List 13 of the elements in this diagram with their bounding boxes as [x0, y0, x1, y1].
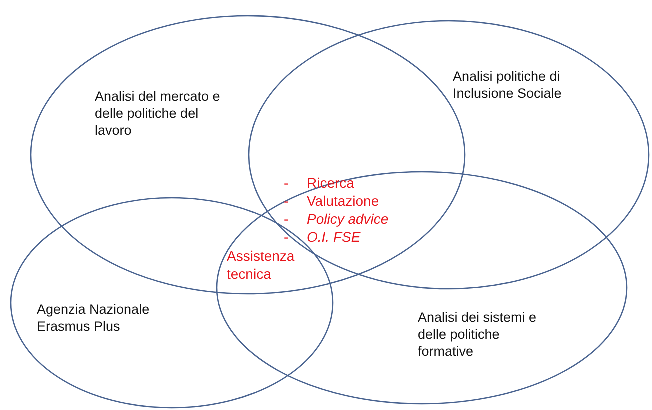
circle-label: Analisi del mercato e delle politiche del lavoro: [95, 88, 222, 139]
list-dash: -: [284, 210, 289, 228]
list-dash: -: [284, 192, 289, 210]
list-dash: -: [284, 228, 289, 246]
list-item: Valutazione: [307, 192, 380, 210]
list-item: Policy advice: [307, 210, 389, 228]
circle-label: Agenzia Nazionale Erasmus Plus: [37, 301, 151, 335]
list-dash: -: [284, 174, 289, 192]
circle-label: Analisi dei sistemi e delle politiche formative: [418, 309, 538, 360]
circle-label: Analisi politiche di Inclusione Sociale: [453, 68, 563, 102]
overlap-label: Assistenza tecnica: [227, 247, 296, 283]
venn-ellipse: [216, 171, 628, 405]
list-item: O.I. FSE: [307, 228, 361, 246]
